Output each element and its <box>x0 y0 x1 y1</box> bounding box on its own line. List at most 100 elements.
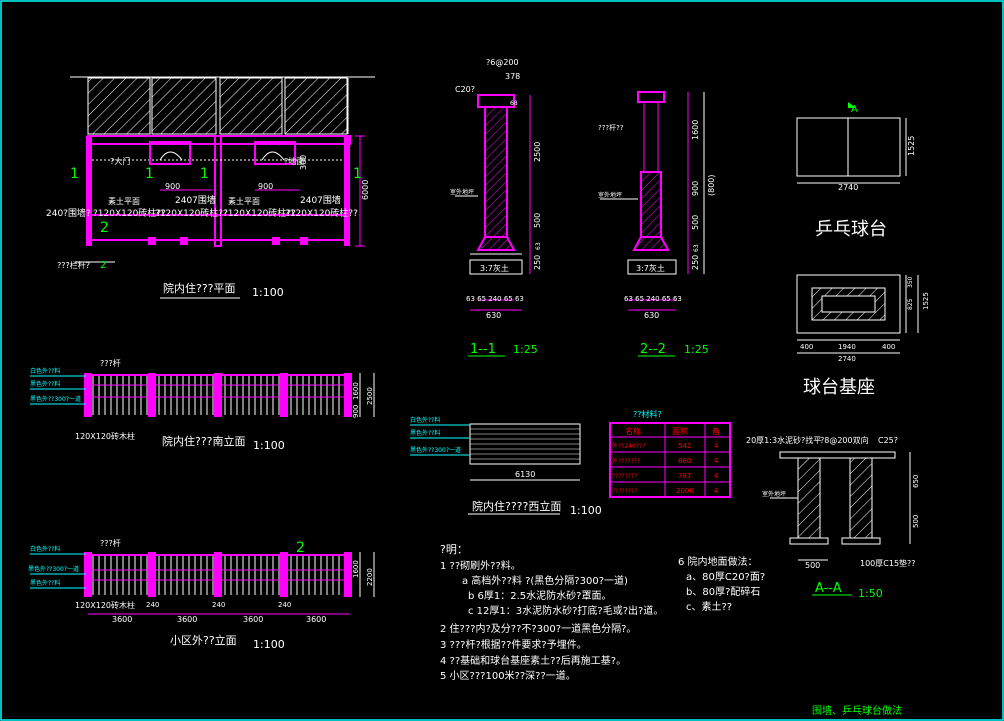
sec11-bottom-dims: 63 65 240 65 63 <box>466 295 524 303</box>
plan-dim-6000: 6000 <box>361 180 370 200</box>
tt-base-400b: 400 <box>882 343 895 351</box>
south-elevation: ???杆 白色外??料 黑色外??料 黑色外??300?一道 120X120砖木… <box>30 358 375 452</box>
district-dim-240c: 240 <box>278 601 291 609</box>
table-cell-1-0: 外??????? <box>612 457 640 465</box>
district-rail: ???杆 <box>100 538 121 548</box>
notes-l6a: a、80厚C20?面? <box>686 571 765 583</box>
table-cell-0-2: 4 <box>714 442 719 450</box>
notes: ?明： 1 ??砌刷外??料。 a 高档外??料 ?(黑色分隔?300?一道) … <box>440 543 765 682</box>
sec11-c20: C20? <box>455 85 475 94</box>
tt-base-1525: 1525 <box>922 292 930 310</box>
district-dim-1600: 1600 <box>352 560 360 578</box>
table-title: ??材料? <box>633 409 662 419</box>
aa-foot: 100厚C15垫?? <box>860 558 916 568</box>
south-legend-1: 白色外??料 <box>30 367 60 375</box>
district-legend-2: 黑色外??300?一道 <box>28 565 79 573</box>
tt-2740: 2740 <box>838 183 858 192</box>
table-cell-2-0: ???????? <box>612 473 637 480</box>
notes-l4: 4 ??基础和球台基座素土??后再施工基?。 <box>440 654 626 667</box>
aa-500h: 500 <box>912 515 920 528</box>
aa-rebar: ?8@200双向 <box>820 435 869 445</box>
table-cell-3-2: 4 <box>714 487 719 495</box>
notes-head: ?明： <box>440 543 468 556</box>
west-scale: 1:100 <box>570 504 602 517</box>
district-title: 小区外??立面 <box>170 633 237 647</box>
sec22-rail: ???杆?? <box>598 123 624 132</box>
district-dim-3600a: 3600 <box>112 615 132 624</box>
section-a-a: 20厚1:3水泥砂?找平 ?8@200双向 C25? 室外地坪 650 500 … <box>746 435 920 600</box>
plan-dim-300: 300 <box>299 155 308 170</box>
sec22-630: 630 <box>644 311 659 320</box>
table-cell-2-2: 4 <box>714 472 719 480</box>
plan-section-2b: 2 <box>100 260 106 271</box>
aa-ground: 室外地坪 <box>762 490 786 498</box>
notes-l1b: b 6厚1：2.5水泥防水砂?罩面。 <box>468 589 611 602</box>
south-rail: ???杆 <box>100 358 121 368</box>
ping-pong-table: A 2740 1525 乒乓球台 400 1940 400 2740 350 8… <box>796 102 930 398</box>
aa-500w: 500 <box>805 561 820 570</box>
plan-soil-a: 素土平面 <box>108 196 140 206</box>
south-dim-900: 900 <box>352 405 360 418</box>
tt-base-825: 825 <box>907 298 914 310</box>
district-dim-240b: 240 <box>212 601 225 609</box>
table-cell-1-1: 680 <box>678 457 691 465</box>
sec11-630: 630 <box>486 311 501 320</box>
plan-section-1a: 1 <box>70 166 79 182</box>
table-cell-2-1: 787 <box>678 472 691 480</box>
plan-gate-label: ?大门 <box>110 156 130 166</box>
sec22-800: (800) <box>707 174 716 196</box>
tt-base-400a: 400 <box>800 343 813 351</box>
plan-col-label-2: ?120X120砖柱?? <box>155 207 228 219</box>
south-title: 院内住???南立面 <box>162 434 246 448</box>
table-header-0: 名称 <box>625 426 641 436</box>
sec22-900: 900 <box>691 181 700 196</box>
district-dim-3600c: 3600 <box>243 615 263 624</box>
aa-title: A--A <box>815 581 842 596</box>
south-scale: 1:100 <box>253 439 285 452</box>
plan-ground-label: ?地面 <box>284 156 304 166</box>
plan-fence-label: 2407围墙 <box>175 194 216 206</box>
sec22-title: 2--2 <box>640 342 666 357</box>
plan-fence-label-2: 2407围墙 <box>300 194 341 206</box>
district-elevation: ???杆 白色外??料 黑色外??300?一道 黑色外??料 120X120砖木… <box>28 538 375 651</box>
material-table: ??材料? 名称 面积 备 外??240??? 542 4 外??????? 6… <box>609 409 731 498</box>
district-dim-240a: 240 <box>146 601 159 609</box>
table-cell-0-0: 外??240??? <box>612 442 645 450</box>
plan-dim-900a: 900 <box>165 182 180 191</box>
district-dim-3600d: 3600 <box>306 615 326 624</box>
aa-650: 650 <box>912 475 920 488</box>
notes-l3: 3 ???杆?根据??件要求?予埋件。 <box>440 638 587 651</box>
district-col: 120X120砖木柱 <box>75 600 135 610</box>
plan-section-1d: 1 <box>353 166 362 182</box>
west-elevation: 白色外??料 黑色外??料 黑色外??300?一道 6130 院内住????西立… <box>410 416 602 517</box>
sec22-scale: 1:25 <box>684 343 709 356</box>
plan-dim-900b: 900 <box>258 182 273 191</box>
notes-l5: 5 小区???100米??深??一道。 <box>440 669 576 682</box>
table-header-1: 面积 <box>672 426 688 436</box>
sec11-scale: 1:25 <box>513 343 538 356</box>
section-1-1: ?6@200 378 C20? 2500 500 250 63 3:7灰土 室外… <box>450 58 542 357</box>
sec11-68: 68 <box>510 100 518 107</box>
section-2-2: ???杆?? 1600 900 (800) 500 250 63 3:7灰土 室… <box>598 91 716 357</box>
sec11-63: 63 <box>535 242 542 250</box>
sec22-500: 500 <box>691 215 700 230</box>
table-header-2: 备 <box>712 426 720 436</box>
table-cell-0-1: 542 <box>678 442 691 450</box>
sec22-1600: 1600 <box>691 120 700 140</box>
district-dim-2200: 2200 <box>366 568 374 586</box>
notes-l6: 6 院内地面做法： <box>678 555 758 568</box>
sec11-soil: 3:7灰土 <box>480 263 509 273</box>
sec22-ground: 室外地坪 <box>598 191 622 199</box>
plan-soil-b: 素土平面 <box>228 196 260 206</box>
sec22-63: 63 <box>693 244 700 252</box>
district-dim-3600b: 3600 <box>177 615 197 624</box>
notes-l1: 1 ??砌刷外??料。 <box>440 559 521 572</box>
sec22-bottom-dims: 63 65 240 65 63 <box>624 295 682 303</box>
aa-scale: 1:50 <box>858 587 883 600</box>
notes-l6c: c、素土?? <box>686 600 732 613</box>
tt-base-1940: 1940 <box>838 343 856 351</box>
plan-col-label-4: ?120X120砖柱?? <box>285 207 358 219</box>
south-legend-2: 黑色外??料 <box>30 380 60 388</box>
